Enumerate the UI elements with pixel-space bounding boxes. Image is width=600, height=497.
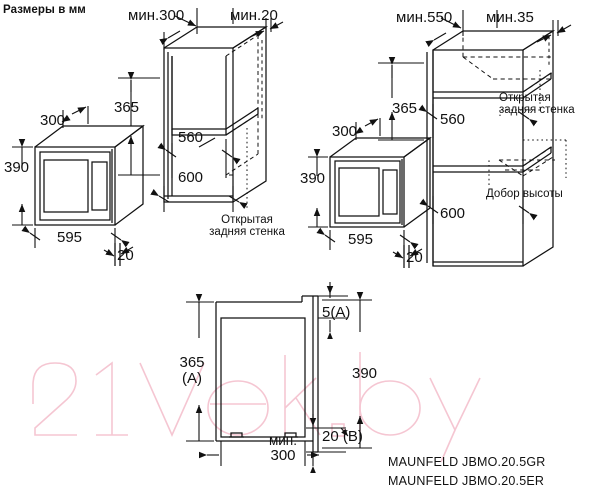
dim-300-left-appliance: 300	[40, 112, 66, 129]
dim-365-right-column: 365	[392, 100, 418, 117]
dim-20-right-appliance: 20	[406, 249, 423, 266]
dim-390-left-appliance: 390	[4, 159, 30, 176]
dim-min-20-top-left: мин.20	[230, 7, 278, 24]
dim-365a-bottom-suffix: (A)	[182, 369, 202, 387]
dim-390-right-appliance: 390	[300, 170, 326, 187]
dim-390-bottom: 390	[352, 365, 378, 382]
note-open-back-wall-right: Открытая задняя стенка	[499, 92, 575, 116]
note-open-back-wall-right-line1: Открытая	[499, 92, 551, 104]
dim-min-300-top-left: мин.300	[128, 7, 185, 24]
dim-min-300-bottom: мин. 300	[263, 433, 303, 465]
dim-min-300-bottom-value: 300	[270, 447, 296, 465]
page-title: Размеры в мм	[3, 4, 86, 16]
dim-600-right-column: 600	[440, 205, 466, 222]
dim-595-right-appliance: 595	[348, 231, 374, 248]
dim-min-550-right-column: мин.550	[396, 9, 453, 26]
dim-365-left-cabinet: 365	[114, 99, 140, 116]
dim-min-300-bottom-prefix: мин.	[268, 433, 298, 448]
dim-365a-bottom: 365 (A)	[172, 355, 212, 387]
note-open-back-wall-left: Открытая задняя стенка	[209, 214, 323, 238]
dim-20-left-appliance: 20	[117, 247, 134, 264]
dim-595-left-appliance: 595	[57, 229, 83, 246]
note-open-back-wall-right-line2: задняя стенка	[499, 104, 575, 117]
dim-300-right-appliance: 300	[332, 123, 358, 140]
model-name-line-2: MAUNFELD JBMO.20.5ER	[388, 474, 545, 488]
dim-560-right-column: 560	[440, 111, 466, 128]
dim-560-left-cabinet: 560	[178, 129, 204, 146]
note-open-back-wall-left-line2: задняя стенка	[209, 226, 285, 239]
dim-5a-bottom: 5(A)	[322, 304, 351, 321]
dim-365a-bottom-value: 365	[179, 354, 205, 371]
dim-min-35-right-column: мин.35	[486, 9, 534, 26]
model-name-line-1: MAUNFELD JBMO.20.5GR	[388, 455, 546, 469]
dim-20b-bottom: 20 (B)	[322, 428, 363, 445]
dim-600-left-cabinet: 600	[178, 169, 204, 186]
note-height-filler: Добор высоты	[486, 188, 563, 200]
note-open-back-wall-left-line1: Открытая	[221, 214, 273, 226]
